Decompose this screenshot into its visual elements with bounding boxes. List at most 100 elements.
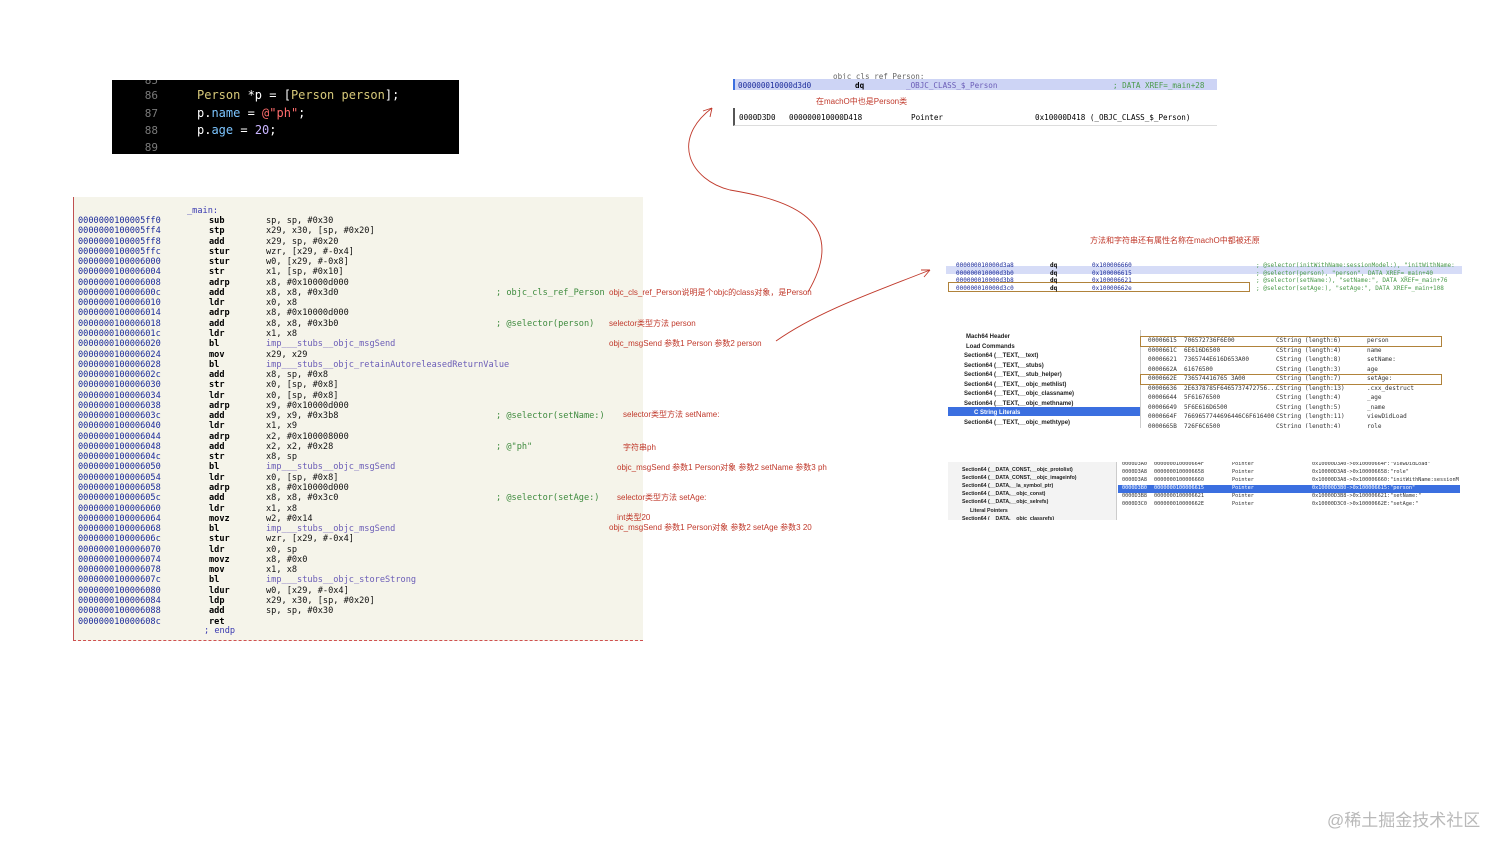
cstring-value: _name xyxy=(1367,403,1386,411)
annotation-string-ph: 字符串ph xyxy=(623,443,656,452)
asm-operands: imp___stubs__objc_storeStrong xyxy=(266,575,417,586)
asm-address: 0000000100006060 xyxy=(78,503,161,514)
selected-row xyxy=(1118,485,1460,493)
selrefs-data: 000000010000664F xyxy=(1154,462,1204,467)
asm-mnemonic: ldr xyxy=(209,390,225,401)
selrefs-data: 000000010000662E xyxy=(1154,501,1204,507)
asm-operands: imp___stubs__objc_retainAutoreleasedRetu… xyxy=(266,359,510,370)
cstring-data: 7365744E616D653A00 xyxy=(1184,356,1250,363)
line-number: 89 xyxy=(144,141,158,154)
annotation-int-20: int类型20 xyxy=(617,513,651,522)
cstring-value: person xyxy=(1367,337,1389,344)
asm-address: 0000000100006014 xyxy=(78,308,161,319)
selrefs-type: Pointer xyxy=(1232,501,1254,507)
code-line: p.age = 20; xyxy=(197,123,277,137)
asm-address: 0000000100005ff0 xyxy=(78,216,161,226)
code-line: Person *p = [Person person]; xyxy=(197,88,400,102)
asm-mnemonic: movz xyxy=(209,554,230,565)
cstring-type: CString (length:11) xyxy=(1276,413,1345,420)
truncated-label: objc_cls_ref_Person: xyxy=(833,72,925,81)
cstring-type: CString (length:13) xyxy=(1276,384,1345,392)
cstring-offset: 00006621 xyxy=(1148,356,1177,363)
arrowhead-class xyxy=(702,107,713,118)
asm-address: 0000000100006028 xyxy=(78,359,161,370)
cstring-type: CString (length:3) xyxy=(1276,365,1342,373)
selrefs-type: Pointer xyxy=(1232,485,1254,491)
macho-tree: Section64 (__DATA_CONST,__objc_protolist… xyxy=(948,462,1117,520)
cstring-value: age xyxy=(1367,365,1378,373)
class-ref-panel: objc_cls_ref_Person: 000000010000d3d0 dq… xyxy=(733,72,1217,128)
line-number: 86 xyxy=(144,89,158,102)
selrefs-type: Pointer xyxy=(1232,493,1254,499)
asm-operands: wzr, [x29, #-0x4] xyxy=(266,246,354,257)
asm-address: 0000000100006084 xyxy=(78,595,161,606)
watermark: @稀土掘金技术社区 xyxy=(1327,811,1481,830)
line-number: 88 xyxy=(144,124,158,137)
tree-selection xyxy=(948,407,1140,416)
cstring-value: .cxx_destruct xyxy=(1367,384,1414,392)
asm-mnemonic: add xyxy=(209,236,225,247)
asm-operands: x0, [sp, #0x8] xyxy=(266,390,339,401)
macho-tree-item: Section64 (__DATA,__la_symbol_ptr) xyxy=(962,483,1054,490)
asm-operands: x1, x9 xyxy=(266,421,298,432)
asm-mnemonic: sub xyxy=(209,216,225,226)
asm-mnemonic: str xyxy=(209,380,225,391)
asm-address: 0000000100006080 xyxy=(78,585,161,596)
line-number: 87 xyxy=(144,107,158,120)
asm-mnemonic: str xyxy=(209,267,225,278)
asm-mnemonic: ldr xyxy=(209,328,225,339)
cstring-value: role xyxy=(1367,422,1382,429)
asm-mnemonic: add xyxy=(209,606,225,617)
annotation-cls-ref: objc_cls_ref_Person说明是个objc的class对象，是Per… xyxy=(609,288,812,297)
asm-mnemonic: stp xyxy=(209,226,225,237)
cstring-offset: 00006649 xyxy=(1148,403,1177,411)
selref-value: 0x10000662e xyxy=(1092,284,1132,292)
asm-operands: x0, [sp, #0x8] xyxy=(266,472,339,483)
asm-address: 0000000100006010 xyxy=(78,298,161,309)
asm-operands: x8, #0x10000d000 xyxy=(266,308,349,319)
asm-address: 0000000100006024 xyxy=(78,349,161,360)
selrefs-data: 0000000100006660 xyxy=(1154,477,1204,483)
asm-operands: imp___stubs__objc_msgSend xyxy=(266,524,396,535)
asm-operands: x29, sp, #0x20 xyxy=(266,236,339,247)
annotation-msgsend-2: objc_msgSend 参数1 Person对象 参数2 setName 参数… xyxy=(617,463,827,472)
asm-comment: ; objc_cls_ref_Person xyxy=(496,287,605,298)
asm-mnemonic: add xyxy=(209,287,225,298)
selrefs-ref: 0x10000D3B8->0x100006621:"setName:" xyxy=(1312,493,1422,499)
cstring-offset: 0000662A xyxy=(1148,365,1177,373)
asm-comment: ; @selector(person) xyxy=(496,318,595,329)
macho-tree-item: Mach64 Header xyxy=(966,334,1011,340)
asm-mnemonic: adrp xyxy=(209,277,230,288)
asm-address: 000000010000604c xyxy=(78,452,161,463)
asm-mnemonic: ldr xyxy=(209,298,225,309)
macho-tree-item: Section64 (__DATA_CONST,__objc_protolist… xyxy=(962,467,1073,473)
asm-address: 0000000100006020 xyxy=(78,339,161,350)
asm-operands: x2, x2, #0x28 xyxy=(266,441,334,452)
asm-mnemonic: mov xyxy=(209,349,225,360)
asm-operands: imp___stubs__objc_msgSend xyxy=(266,339,396,350)
annotation-macho-restore: 方法和字符串还有属性名称在machO中都被还原 xyxy=(1090,236,1260,245)
asm-operands: x8, #0x10000d000 xyxy=(266,483,349,494)
selref-address: 000000010000d3b8 xyxy=(956,277,1014,285)
macho-tree-item: C String Literals xyxy=(974,410,1021,416)
selrefs-data: 0000000100006621 xyxy=(1154,493,1204,499)
asm-mnemonic: ldp xyxy=(209,595,225,606)
cstring-type: CString (length:4) xyxy=(1276,394,1342,401)
asm-operands: x8, #0x0 xyxy=(266,554,308,565)
macho-tree-item: Section64 (__TEXT,__stubs) xyxy=(964,362,1044,369)
asm-operands: x8, x8, #0x3b0 xyxy=(266,318,339,329)
